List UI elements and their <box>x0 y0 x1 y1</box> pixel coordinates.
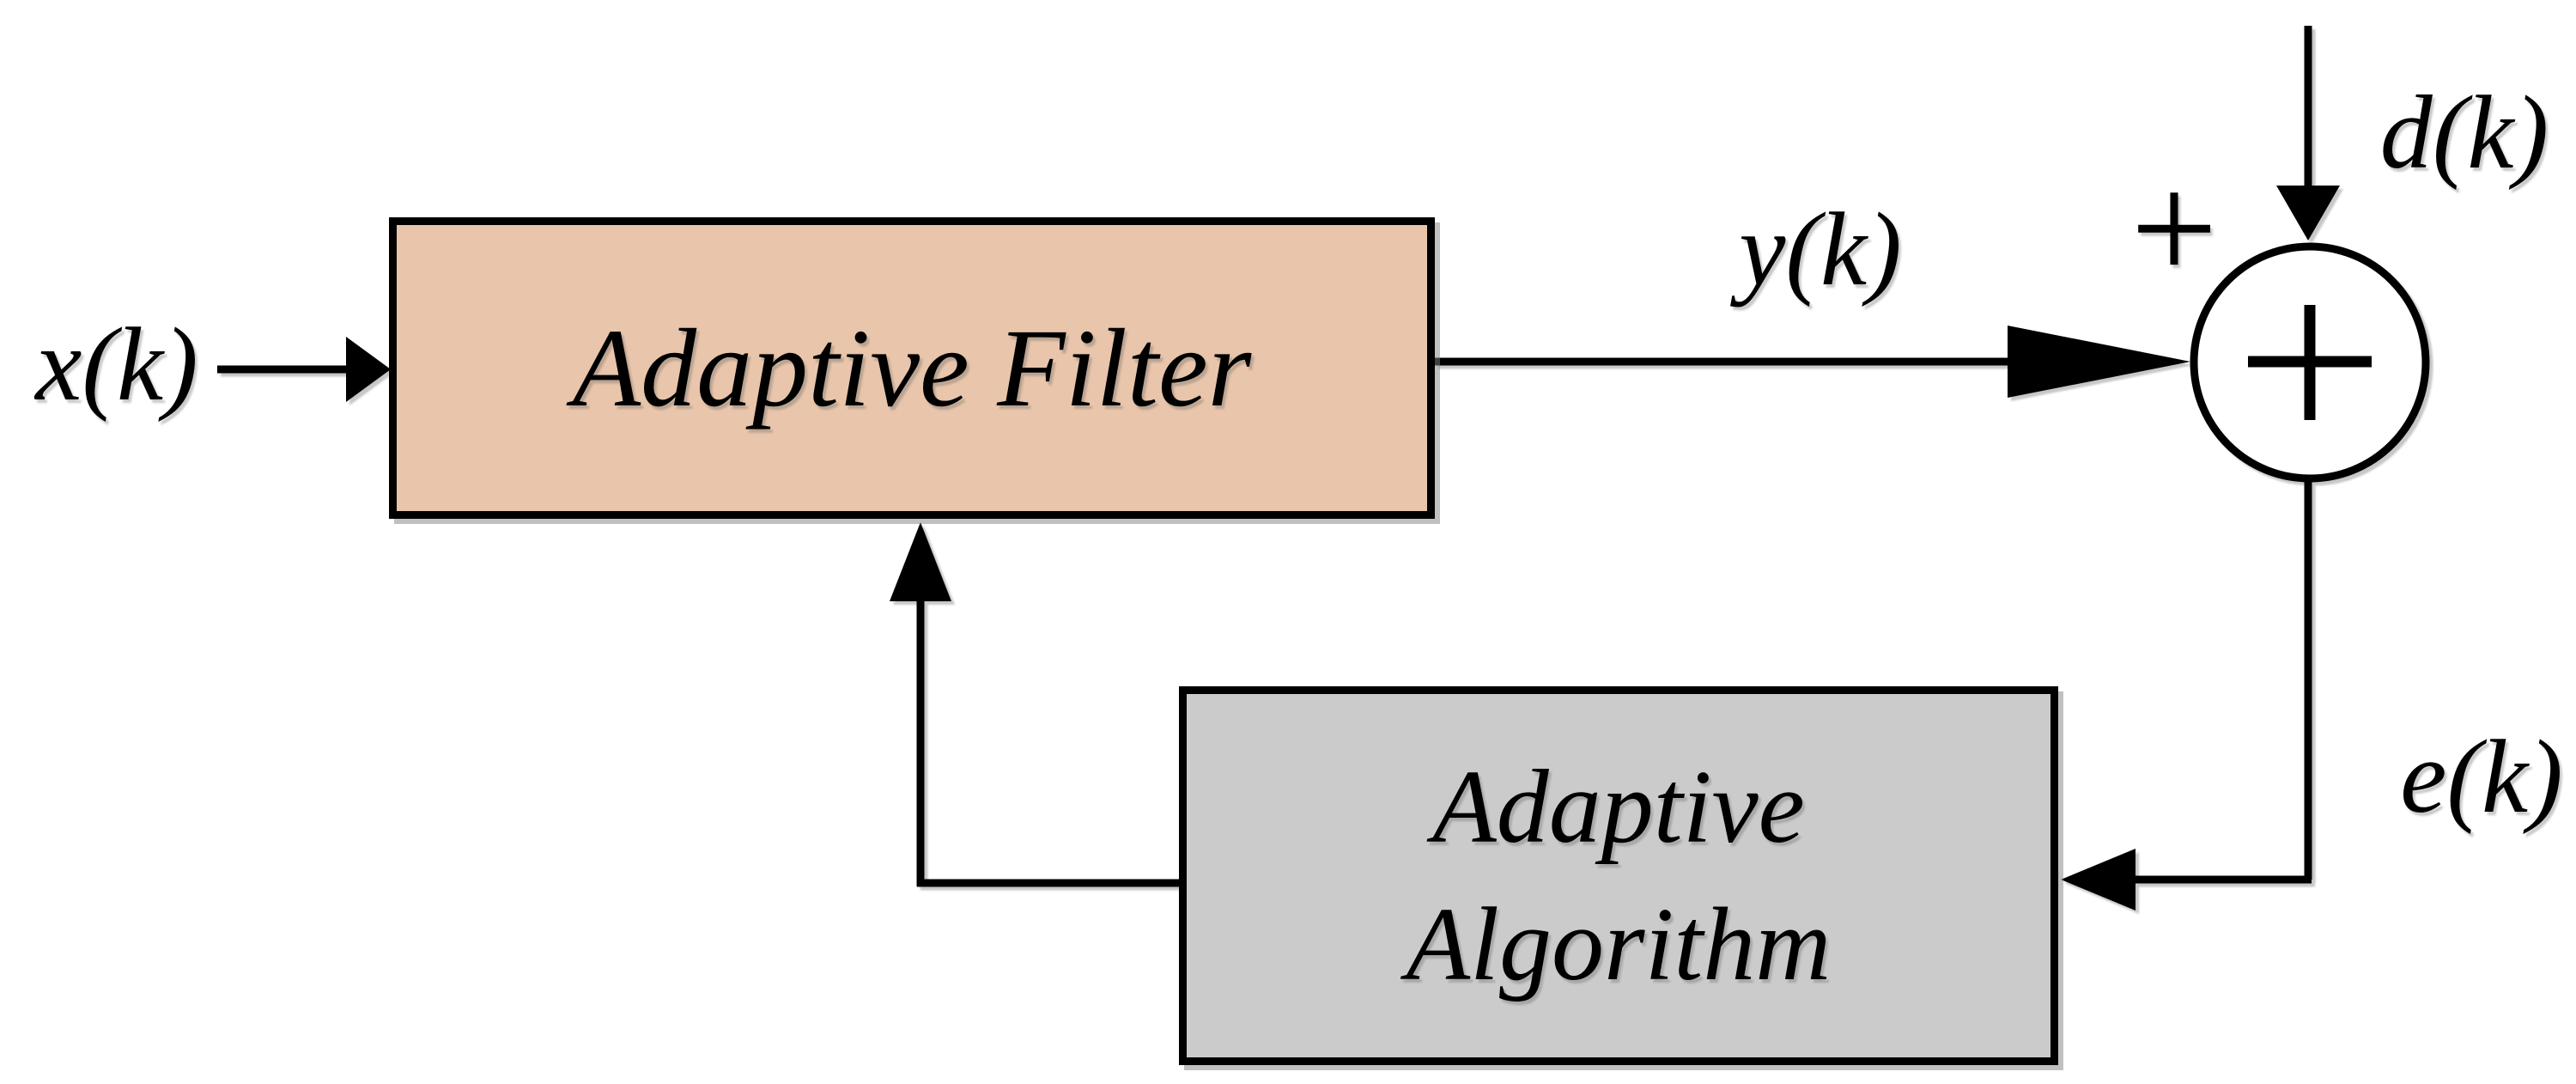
adaptive-algorithm-label-line1: Adaptive <box>1432 748 1805 865</box>
desired-signal-label: d(k) <box>2379 75 2549 191</box>
input-signal-label: x(k) <box>35 307 198 423</box>
input-arrowhead-icon <box>346 337 391 402</box>
feedback-arrowhead-icon <box>890 522 951 601</box>
adaptive-algorithm-label-line2: Algorithm <box>1406 886 1832 1002</box>
output-signal-label: y(k) <box>1739 192 1902 308</box>
adaptive-filter-block: Adaptive Filter <box>389 217 1435 519</box>
adaptive-algorithm-block: Adaptive Algorithm <box>1179 686 2058 1065</box>
desired-arrowhead-icon <box>2276 186 2340 241</box>
error-signal-label: e(k) <box>2400 719 2563 835</box>
error-arrowhead-icon <box>2061 849 2136 910</box>
adaptive-filter-label: Adaptive Filter <box>572 306 1252 430</box>
plus-icon <box>2248 305 2372 420</box>
summation-plus-sign-label: + <box>2130 143 2218 314</box>
output-arrowhead-icon <box>2008 326 2190 398</box>
